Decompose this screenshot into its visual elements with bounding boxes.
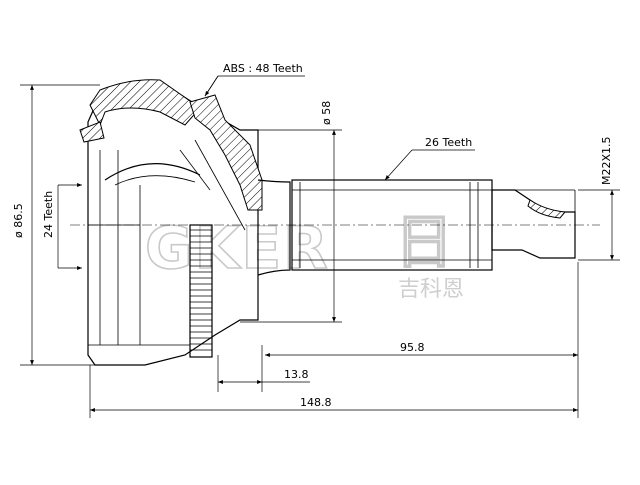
watermark: GKER 日 吉科恩 (144, 207, 464, 302)
outer-diameter-label: ø 86.5 (12, 203, 25, 238)
inner-spline-teeth-label: 24 Teeth (42, 191, 55, 238)
callout-abs-teeth: ABS : 48 Teeth (204, 62, 305, 97)
thread-label: M22X1.5 (600, 136, 613, 185)
dim-shaft-length: 95.8 (265, 262, 579, 418)
stub-neck (257, 179, 291, 276)
outer-housing (79, 79, 263, 366)
abs-offset-label: 13.8 (284, 368, 309, 381)
abs-ring (189, 224, 213, 358)
callout-spline-teeth: 26 Teeth (384, 136, 475, 181)
shaft-length-label: 95.8 (400, 341, 425, 354)
watermark-brand: GKER (145, 214, 330, 282)
watermark-logo-mark: 日 (395, 208, 455, 276)
dim-abs-offset: 13.8 (217, 345, 310, 392)
dim-thread: M22X1.5 (578, 136, 620, 261)
threaded-tip (491, 189, 576, 259)
dim-total-length: 148.8 (89, 365, 578, 418)
dim-inner-spline: 24 Teeth (42, 183, 82, 270)
dim-outer-diameter: ø 86.5 (12, 84, 100, 366)
watermark-brand-sub: 吉科恩 (398, 277, 464, 302)
dim-seal-diameter: ø 58 (240, 101, 342, 323)
total-length-label: 148.8 (300, 396, 332, 409)
seal-diameter-label: ø 58 (320, 101, 333, 125)
spline-teeth-label: 26 Teeth (425, 136, 472, 149)
abs-teeth-label: ABS : 48 Teeth (223, 62, 303, 75)
